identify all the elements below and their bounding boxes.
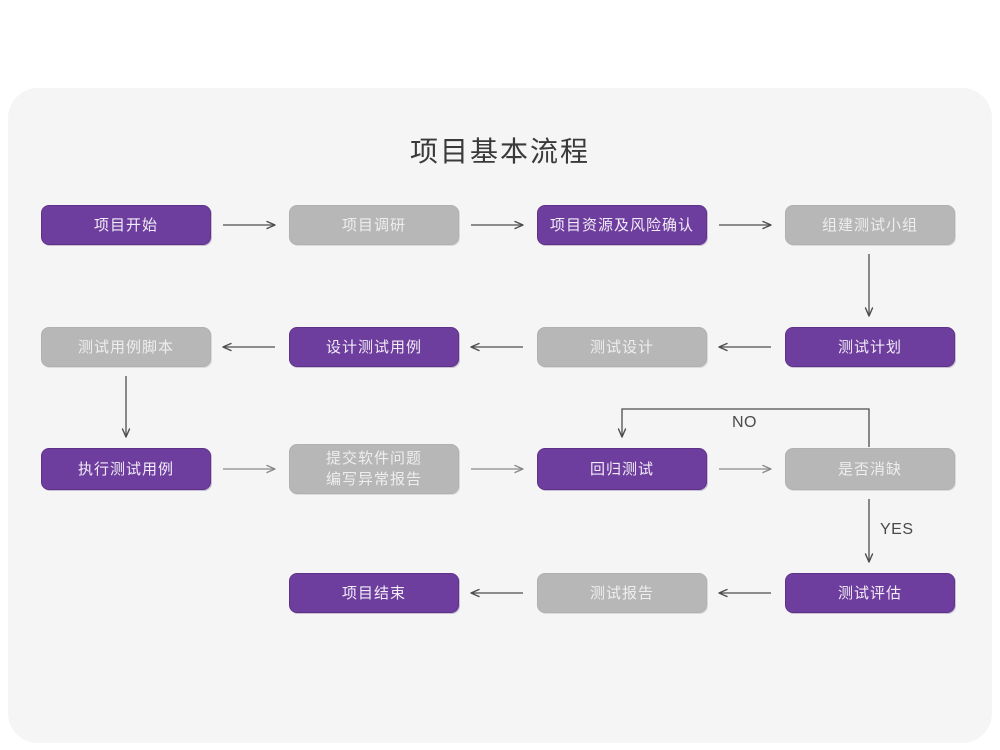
node-execute-test-case[interactable]: 执行测试用例 [41,448,211,490]
node-test-design[interactable]: 测试设计 [537,327,707,367]
node-project-end[interactable]: 项目结束 [289,573,459,613]
node-submit-issue-report[interactable]: 提交软件问题 编写异常报告 [289,444,459,494]
node-regression-test[interactable]: 回归测试 [537,448,707,490]
node-test-plan[interactable]: 测试计划 [785,327,955,367]
node-defect-cleared-check[interactable]: 是否消缺 [785,448,955,490]
node-project-start[interactable]: 项目开始 [41,205,211,245]
branch-label-no: NO [732,414,757,431]
node-design-test-case[interactable]: 设计测试用例 [289,327,459,367]
page-title: 项目基本流程 [409,136,590,167]
branch-label-yes: YES [880,521,914,538]
node-project-research[interactable]: 项目调研 [289,205,459,245]
node-resource-risk-confirm[interactable]: 项目资源及风险确认 [537,205,707,245]
node-test-report[interactable]: 测试报告 [537,573,707,613]
node-build-test-team[interactable]: 组建测试小组 [785,205,955,245]
node-test-case-script[interactable]: 测试用例脚本 [41,327,211,367]
node-test-evaluation[interactable]: 测试评估 [785,573,955,613]
flowchart-card [8,88,992,743]
